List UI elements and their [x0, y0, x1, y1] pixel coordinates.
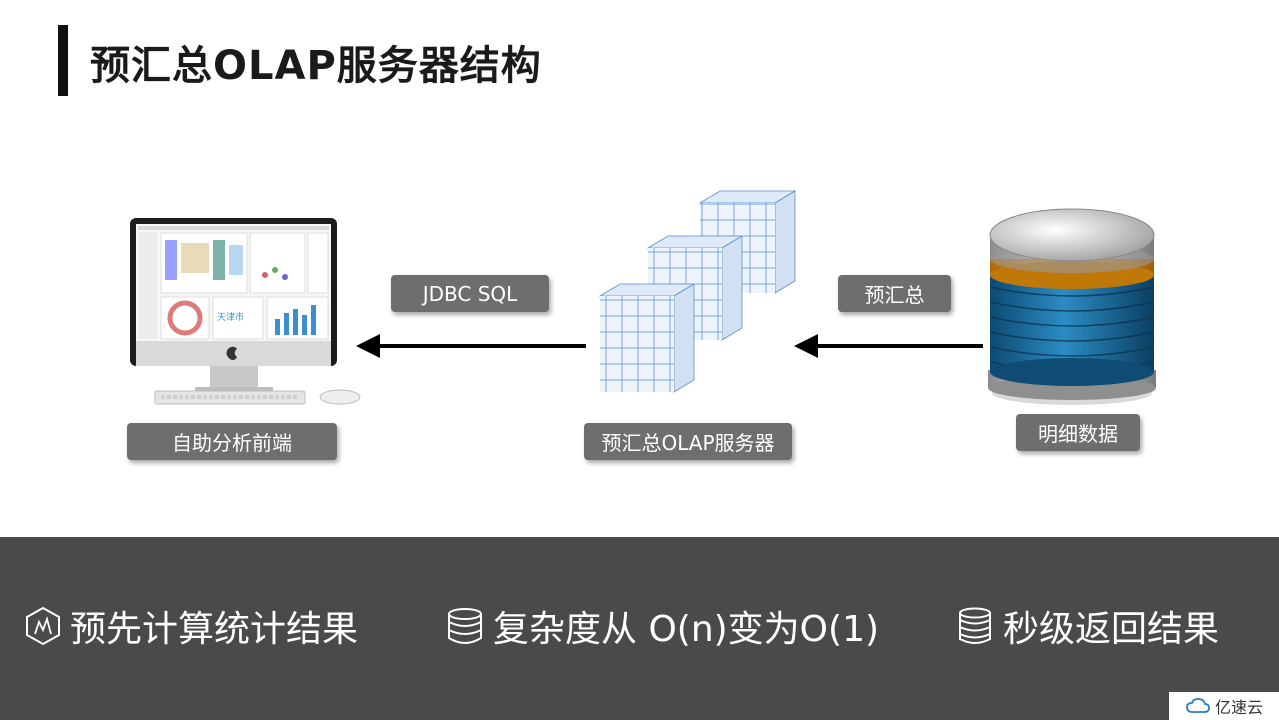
- svg-text:天津市: 天津市: [217, 311, 244, 323]
- title-accent-bar: [58, 25, 68, 96]
- arrow-db-to-olap: [816, 344, 983, 348]
- label-pre-aggregate: 预汇总: [838, 275, 951, 312]
- cloud-logo-icon: [1186, 698, 1210, 713]
- arrowhead-left-icon: [794, 334, 818, 358]
- olap-cubes-illustration: [598, 190, 797, 393]
- feature-band: [0, 537, 1279, 720]
- feature-precompute: 预先计算统计结果: [24, 600, 358, 652]
- feature-text: 预先计算统计结果: [70, 609, 359, 650]
- stats-hexagon-icon: [26, 606, 60, 646]
- label-detail-data: 明细数据: [1016, 414, 1140, 451]
- label-jdbc-sql: JDBC SQL: [391, 275, 549, 312]
- database-icon: [448, 608, 482, 644]
- computer-illustration: 天津市: [130, 218, 361, 405]
- label-frontend: 自助分析前端: [127, 423, 337, 460]
- page-title: 预汇总OLAP服务器结构: [90, 43, 542, 89]
- feature-text: 秒级返回结果: [1003, 609, 1220, 650]
- feature-text: 复杂度从 O(n)变为O(1): [493, 609, 880, 650]
- watermark-text: 亿速云: [1214, 698, 1263, 717]
- arrowhead-left-icon: [356, 334, 380, 358]
- database-stack-icon: [959, 607, 991, 644]
- label-olap-server: 预汇总OLAP服务器: [584, 423, 792, 460]
- watermark: 亿速云: [1169, 692, 1279, 720]
- database-illustration: [988, 208, 1156, 405]
- feature-fast-return: 秒级返回结果: [955, 600, 1219, 652]
- feature-complexity: 复杂度从 O(n)变为O(1): [445, 600, 879, 652]
- arrow-olap-to-frontend: [378, 344, 586, 348]
